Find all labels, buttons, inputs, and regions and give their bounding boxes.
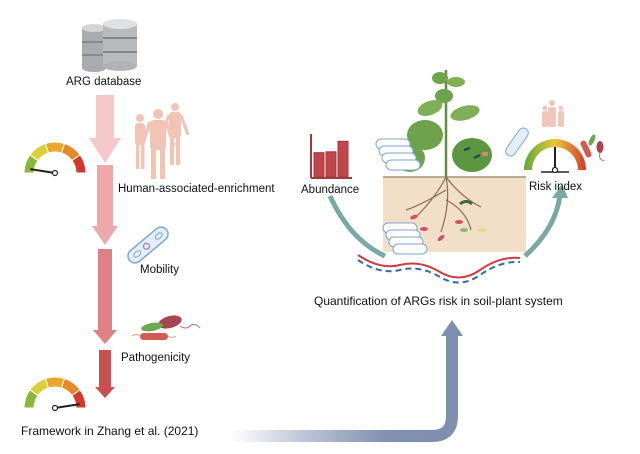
mobility-label: Mobility xyxy=(140,264,179,276)
risk-human-figures-icon xyxy=(542,100,564,127)
human-enrichment-label: Human-associated-enrichment xyxy=(118,183,275,195)
risk-plasmid-icon xyxy=(505,127,529,157)
gauge-hub xyxy=(51,169,59,177)
plasmid-cell-stack-upper xyxy=(375,138,421,171)
database-label: ARG database xyxy=(66,76,142,88)
connector-arrow xyxy=(230,320,463,442)
plasmid-bacterium-icon xyxy=(127,226,169,264)
gauge-needle xyxy=(30,168,56,174)
gauge-segment xyxy=(71,154,87,174)
pipeline-arrow-3 xyxy=(93,249,117,344)
risk-index-gauge-icon xyxy=(524,139,586,174)
gauge-segment xyxy=(71,389,87,409)
framework-label: Framework in Zhang et al. (2021) xyxy=(21,424,199,438)
risk-index-label: Risk index xyxy=(529,181,583,193)
abundance-bar xyxy=(325,151,337,178)
low-risk-gauge-icon xyxy=(23,141,87,177)
dna-helix-icon xyxy=(357,254,521,284)
gauge-hub xyxy=(551,166,559,174)
gauge-arc xyxy=(524,139,586,170)
gauge-hub xyxy=(51,404,59,412)
database-icon xyxy=(82,19,137,72)
human-figures-icon xyxy=(135,103,190,179)
pipeline-arrow-1 xyxy=(89,95,121,163)
pipeline-arrow-2 xyxy=(92,165,118,245)
system-title: Quantification of ARGs risk in soil-plan… xyxy=(314,294,563,308)
pipeline-arrow-4 xyxy=(95,350,115,398)
abundance-bar xyxy=(337,140,349,178)
pathogen-bacteria-icon xyxy=(131,315,201,340)
abundance-bar xyxy=(313,152,325,178)
cycle-arrow-left xyxy=(327,194,387,259)
gauge-needle xyxy=(54,403,80,409)
pathogenicity-label: Pathogenicity xyxy=(121,352,191,364)
abundance-label: Abundance xyxy=(301,184,360,196)
high-risk-gauge-icon xyxy=(23,376,87,412)
cycle-arrow-right xyxy=(523,184,568,258)
risk-pathogen-icon xyxy=(580,134,605,162)
abundance-bar-icon xyxy=(310,134,352,179)
plasmid-cell-stack-lower xyxy=(382,222,428,255)
